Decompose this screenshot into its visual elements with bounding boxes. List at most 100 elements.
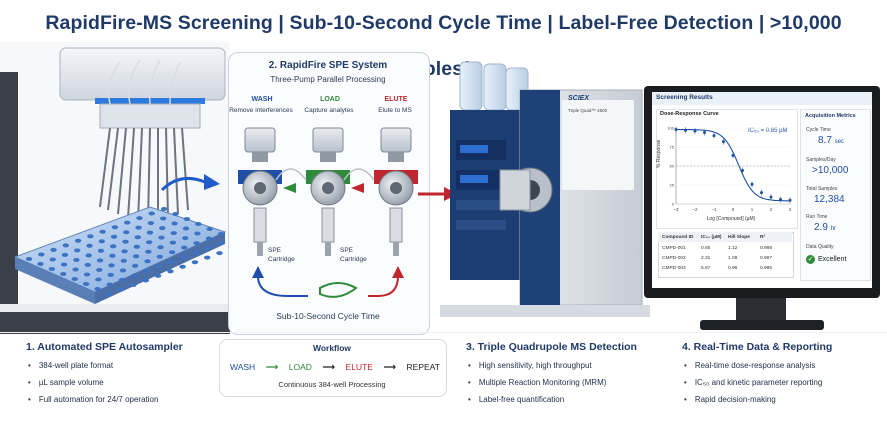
table-cell: 5.67: [701, 266, 711, 271]
workflow-footer: Continuous 384-well Processing: [278, 380, 386, 389]
section-autosampler-title: 1. Automated SPE Autosampler: [26, 341, 183, 353]
spe-system-subtitle: Three-Pump Parallel Processing: [270, 75, 386, 84]
autosampler-illustration: [0, 42, 230, 334]
data-point: [769, 195, 773, 199]
section-ms-bullet-2: Multiple Reaction Monitoring (MRM): [468, 378, 607, 387]
table-cell: 0.997: [760, 256, 773, 261]
plate-well: [122, 239, 129, 244]
monitor-titlebar: [652, 92, 872, 105]
monitor-app-title: Screening Results: [656, 94, 713, 101]
metric-run-value: 2.9 hr: [814, 222, 836, 233]
plate-well: [191, 260, 199, 265]
plate-well: [82, 282, 90, 286]
table-cell: 0.995: [760, 266, 773, 271]
x-tick-label: 2: [770, 207, 773, 212]
plate-well: [130, 282, 137, 287]
table-cell: CMPD-003: [662, 266, 686, 271]
plate-well: [132, 263, 139, 268]
arrow-right-icon: ⟶: [265, 361, 279, 372]
plate-well: [157, 245, 164, 250]
table-cell: CMPD-002: [662, 256, 686, 261]
plate-well: [143, 268, 150, 273]
plate-well: [154, 273, 162, 278]
plate-well: [145, 249, 152, 254]
metric-total-label: Total Samples: [806, 186, 838, 192]
check-icon: ✓: [806, 255, 815, 264]
data-point: [693, 129, 697, 133]
spe-cartridge-label-2: Cartridge: [268, 256, 295, 263]
plate-well: [50, 247, 57, 252]
spe-system-title: 2. RapidFire SPE System: [268, 60, 388, 71]
step-elute-label: ELUTE: [384, 96, 408, 103]
plate-well: [142, 278, 149, 283]
plate-well: [123, 230, 130, 235]
workflow-panel: [219, 339, 447, 397]
plate-well: [136, 216, 143, 221]
plate-well: [146, 230, 154, 235]
plate-well: [160, 207, 168, 211]
x-tick-label: −2: [692, 207, 698, 212]
quality-value: Excellent: [818, 256, 847, 263]
plate-well: [118, 277, 126, 282]
data-point: [703, 131, 706, 135]
section-ms-title: 3. Triple Quadrupole MS Detection: [466, 341, 637, 353]
plate-well: [160, 216, 167, 221]
metric-cycle-label: Cycle Time: [806, 127, 831, 133]
plate-well: [109, 253, 116, 258]
section-autosampler-bullet-1: 384-well plate format: [28, 361, 113, 370]
y-tick-label: 25: [670, 183, 675, 188]
plate-well: [49, 257, 56, 262]
plate-well: [105, 292, 113, 296]
plate-well: [118, 287, 125, 292]
table-cell: 0.998: [760, 246, 773, 251]
data-point: [741, 169, 744, 173]
plate-well: [71, 277, 78, 281]
plate-well: [111, 225, 119, 230]
ic50-annotation: IC₅₀ = 0.85 µM: [748, 128, 788, 134]
plate-well: [180, 255, 187, 260]
plate-well: [131, 273, 138, 278]
plate-well: [120, 258, 128, 263]
data-point: [760, 191, 763, 195]
plate-well: [195, 222, 202, 226]
plate-well: [172, 212, 179, 216]
plate-well: [85, 253, 92, 258]
workflow-step-load: LOAD: [288, 362, 312, 372]
plate-well: [132, 254, 140, 259]
separator: [0, 332, 887, 333]
metric-total-value: 12,384: [814, 194, 845, 205]
arrow-right-icon: ⟶: [383, 361, 396, 372]
plate-well: [169, 240, 177, 245]
metric-cycle-number: 8.7: [818, 135, 832, 146]
plate-well: [74, 248, 81, 253]
plate-well: [74, 238, 82, 243]
chart-ylabel: % Response: [656, 139, 662, 168]
metric-run-unit: hr: [830, 226, 837, 232]
section-data-bullet-3: Rapid decision-making: [684, 395, 776, 404]
plate-well: [60, 262, 68, 267]
data-point: [722, 140, 725, 144]
plate-well: [134, 235, 141, 240]
x-tick-label: 3: [789, 207, 792, 212]
plate-well: [158, 235, 165, 240]
chart-title: Dose-Response Curve: [660, 111, 719, 117]
plate-well: [170, 231, 177, 236]
workflow-steps: WASH ⟶ LOAD ⟶ ELUTE ⟶ REPEAT: [230, 360, 440, 374]
metric-run-number: 2.9: [814, 222, 828, 233]
plate-well: [87, 234, 94, 239]
pump-3: [380, 127, 412, 162]
plate-well: [192, 250, 199, 255]
plate-well: [144, 259, 151, 264]
metrics-panel: [800, 109, 871, 281]
step-load-desc: Capture analytes: [304, 107, 354, 114]
table-cell: 0.96: [728, 266, 738, 271]
plate-well: [98, 239, 106, 244]
metric-samples-value: >10,000: [812, 165, 849, 176]
data-point: [684, 128, 687, 132]
plate-well: [62, 243, 69, 248]
page-title: RapidFire-MS Screening | Sub-10-Second C…: [45, 12, 842, 80]
x-tick-label: −1: [711, 207, 717, 212]
metric-cycle-value: 8.7 sec: [818, 135, 844, 146]
metric-cycle-unit: sec: [834, 139, 845, 145]
section-autosampler-bullet-3: Full automation for 24/7 operation: [28, 395, 159, 404]
